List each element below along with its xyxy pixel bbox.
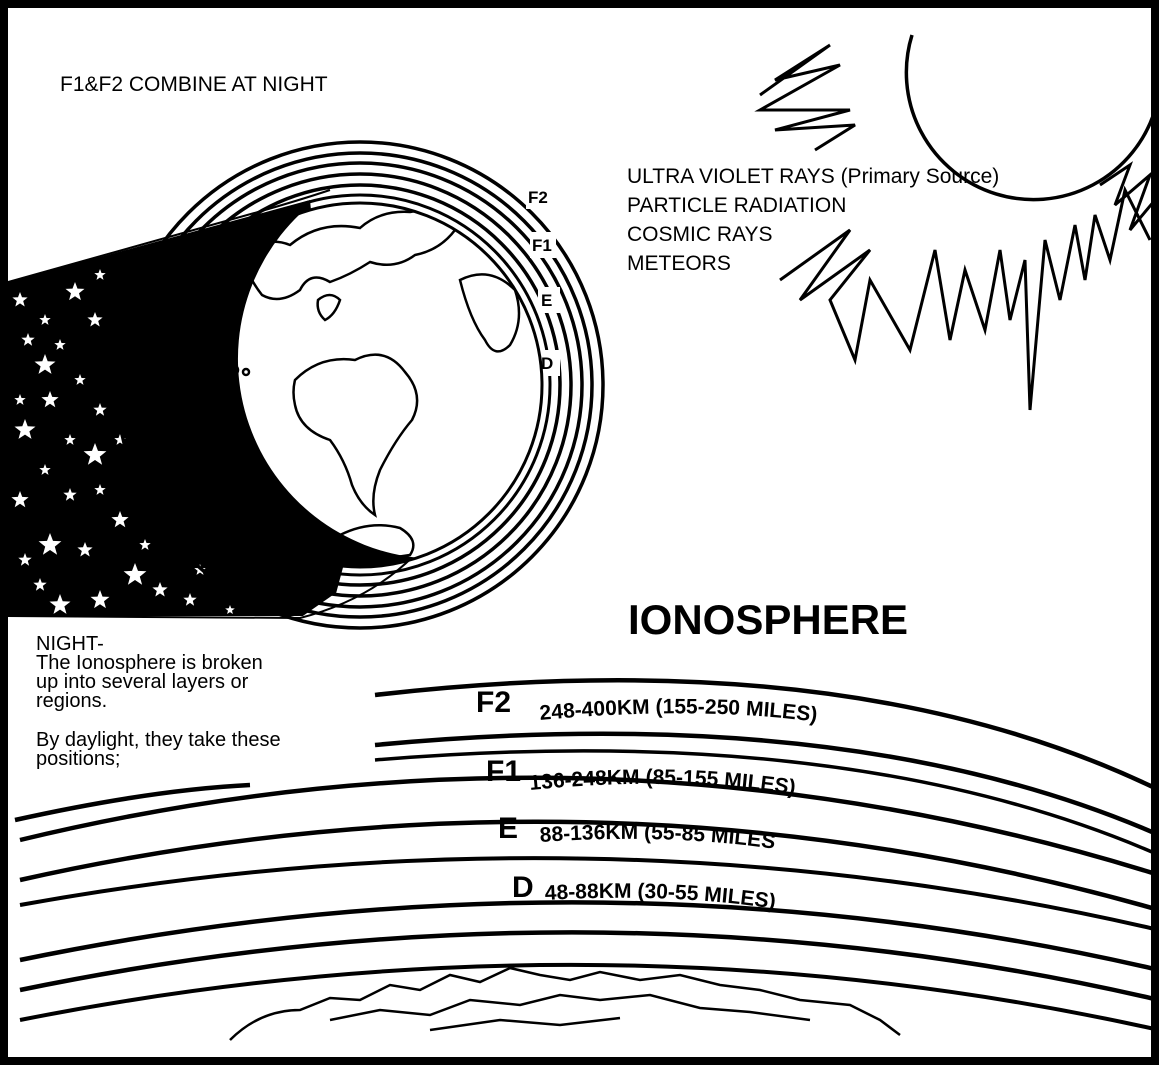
radiation-sources-list: ULTRA VIOLET RAYS (Primary Source) PARTI… (627, 162, 999, 278)
star-icon (39, 464, 51, 475)
star-icon (87, 312, 103, 327)
ring-f2-outer (115, 140, 605, 630)
arc-d-bottom (19, 900, 1151, 971)
ring-label-e: E (541, 291, 552, 310)
ring-label-f1: F1 (532, 236, 552, 255)
arc-d-top (19, 856, 1151, 931)
ring-labels: F2 F1 E D (528, 188, 553, 373)
star-icon (11, 491, 29, 508)
continents (183, 209, 521, 559)
sun-ray-lower (779, 185, 1151, 411)
day-layer-arcs (14, 678, 1151, 1031)
star-icon (123, 563, 147, 585)
star-icon (74, 374, 86, 385)
source-item-meteors: METEORS (627, 252, 731, 275)
arc-ground-2 (19, 962, 1151, 1031)
description-line: By daylight, they take these (36, 729, 281, 751)
day-layer-name-f1: F1 (486, 755, 521, 788)
star-icon (14, 419, 36, 439)
star-icon (94, 484, 106, 495)
ring-inner (168, 193, 552, 577)
star-icon (33, 578, 47, 591)
star-icon (63, 488, 77, 501)
arc-f1-bottom (19, 775, 1151, 875)
arc-f2-top (374, 678, 1151, 789)
day-layer-name-d: D (512, 871, 534, 904)
source-item-cosmic: COSMIC RAYS (627, 223, 773, 246)
sun-disc (904, 34, 1151, 202)
star-icon (152, 582, 168, 597)
star-icon (34, 354, 56, 374)
star-icon (83, 443, 107, 465)
day-layer-name-f2: F2 (476, 686, 511, 719)
description-line: up into several layers or (36, 671, 249, 693)
day-layer-name-e: E (498, 812, 518, 845)
ring-label-f2: F2 (528, 188, 548, 207)
star-icon (183, 593, 197, 606)
page-title: IONOSPHERE (628, 596, 909, 643)
sun-illustration (754, 34, 1151, 411)
ring-f1 (136, 161, 584, 609)
star-icon (111, 511, 129, 528)
star-icon (65, 282, 85, 301)
star-icon (38, 533, 62, 555)
star-icon (39, 314, 51, 325)
description-line: regions. (36, 690, 108, 712)
ring-label-d: D (541, 354, 553, 373)
star-icon (93, 403, 107, 416)
arc-e-bottom (19, 819, 1151, 911)
night-heading: F1&F2 COMBINE AT NIGHT (60, 73, 328, 96)
arc-ground-1 (19, 930, 1151, 1001)
description-line: positions; (36, 748, 121, 770)
star-icon (18, 553, 32, 566)
star-icon (90, 590, 110, 609)
mountain-horizon (229, 966, 901, 1041)
star-icon (41, 391, 59, 408)
description-line: The Ionosphere is broken (36, 652, 263, 674)
arc-left-1 (14, 782, 251, 823)
ring-label-bg (526, 183, 560, 376)
arc-f2-bottom (374, 731, 1151, 835)
night-description: NIGHT- The Ionosphere is broken up into … (36, 633, 356, 770)
night-layer-rings (115, 140, 605, 630)
sun-ray-right (1099, 161, 1151, 231)
ring-e (147, 172, 573, 598)
star-icon (139, 539, 151, 550)
earth-globe (176, 201, 544, 569)
star-icon (114, 434, 126, 445)
star-icon (64, 434, 76, 445)
ring-f2-inner (126, 151, 594, 619)
ring-d (158, 183, 562, 587)
star-icon (49, 594, 71, 614)
description-heading: NIGHT- (36, 633, 104, 655)
sun-ray-upper (754, 43, 856, 152)
star-icon (94, 269, 106, 280)
source-item-particle: PARTICLE RADIATION (627, 194, 847, 217)
star-icon (12, 292, 28, 307)
star-icon (77, 542, 93, 557)
star-field (11, 269, 235, 614)
star-icon (14, 394, 26, 405)
source-item-uv: ULTRA VIOLET RAYS (Primary Source) (627, 165, 1000, 188)
star-icon (54, 339, 66, 350)
star-icon (225, 605, 235, 614)
arc-f1-top (374, 749, 1151, 854)
star-icon (21, 333, 35, 346)
